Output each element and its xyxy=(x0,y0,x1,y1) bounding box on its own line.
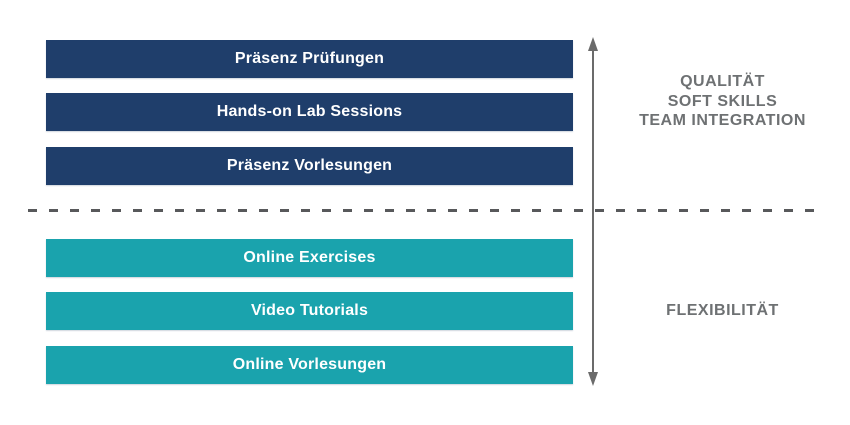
top-group-side-label: QUALITÄT SOFT SKILLS TEAM INTEGRATION xyxy=(600,72,845,131)
bar-praesenz-vorlesungen: Präsenz Vorlesungen xyxy=(46,147,573,185)
bar-online-exercises: Online Exercises xyxy=(46,239,573,277)
bottom-group-side-label: FLEXIBILITÄT xyxy=(666,302,779,319)
double-vertical-arrow-icon xyxy=(586,37,600,386)
side-label-line-team-integration: TEAM INTEGRATION xyxy=(639,112,806,129)
bar-online-vorlesungen: Online Vorlesungen xyxy=(46,346,573,384)
side-label-line-qualitaet: QUALITÄT xyxy=(680,73,765,90)
bar-video-tutorials: Video Tutorials xyxy=(46,292,573,330)
dashed-divider-line xyxy=(28,209,822,212)
side-label-line-soft-skills: SOFT SKILLS xyxy=(667,92,778,110)
bar-praesenz-pruefungen: Präsenz Prüfungen xyxy=(46,40,573,78)
bar-hands-on-lab-sessions: Hands-on Lab Sessions xyxy=(46,93,573,131)
